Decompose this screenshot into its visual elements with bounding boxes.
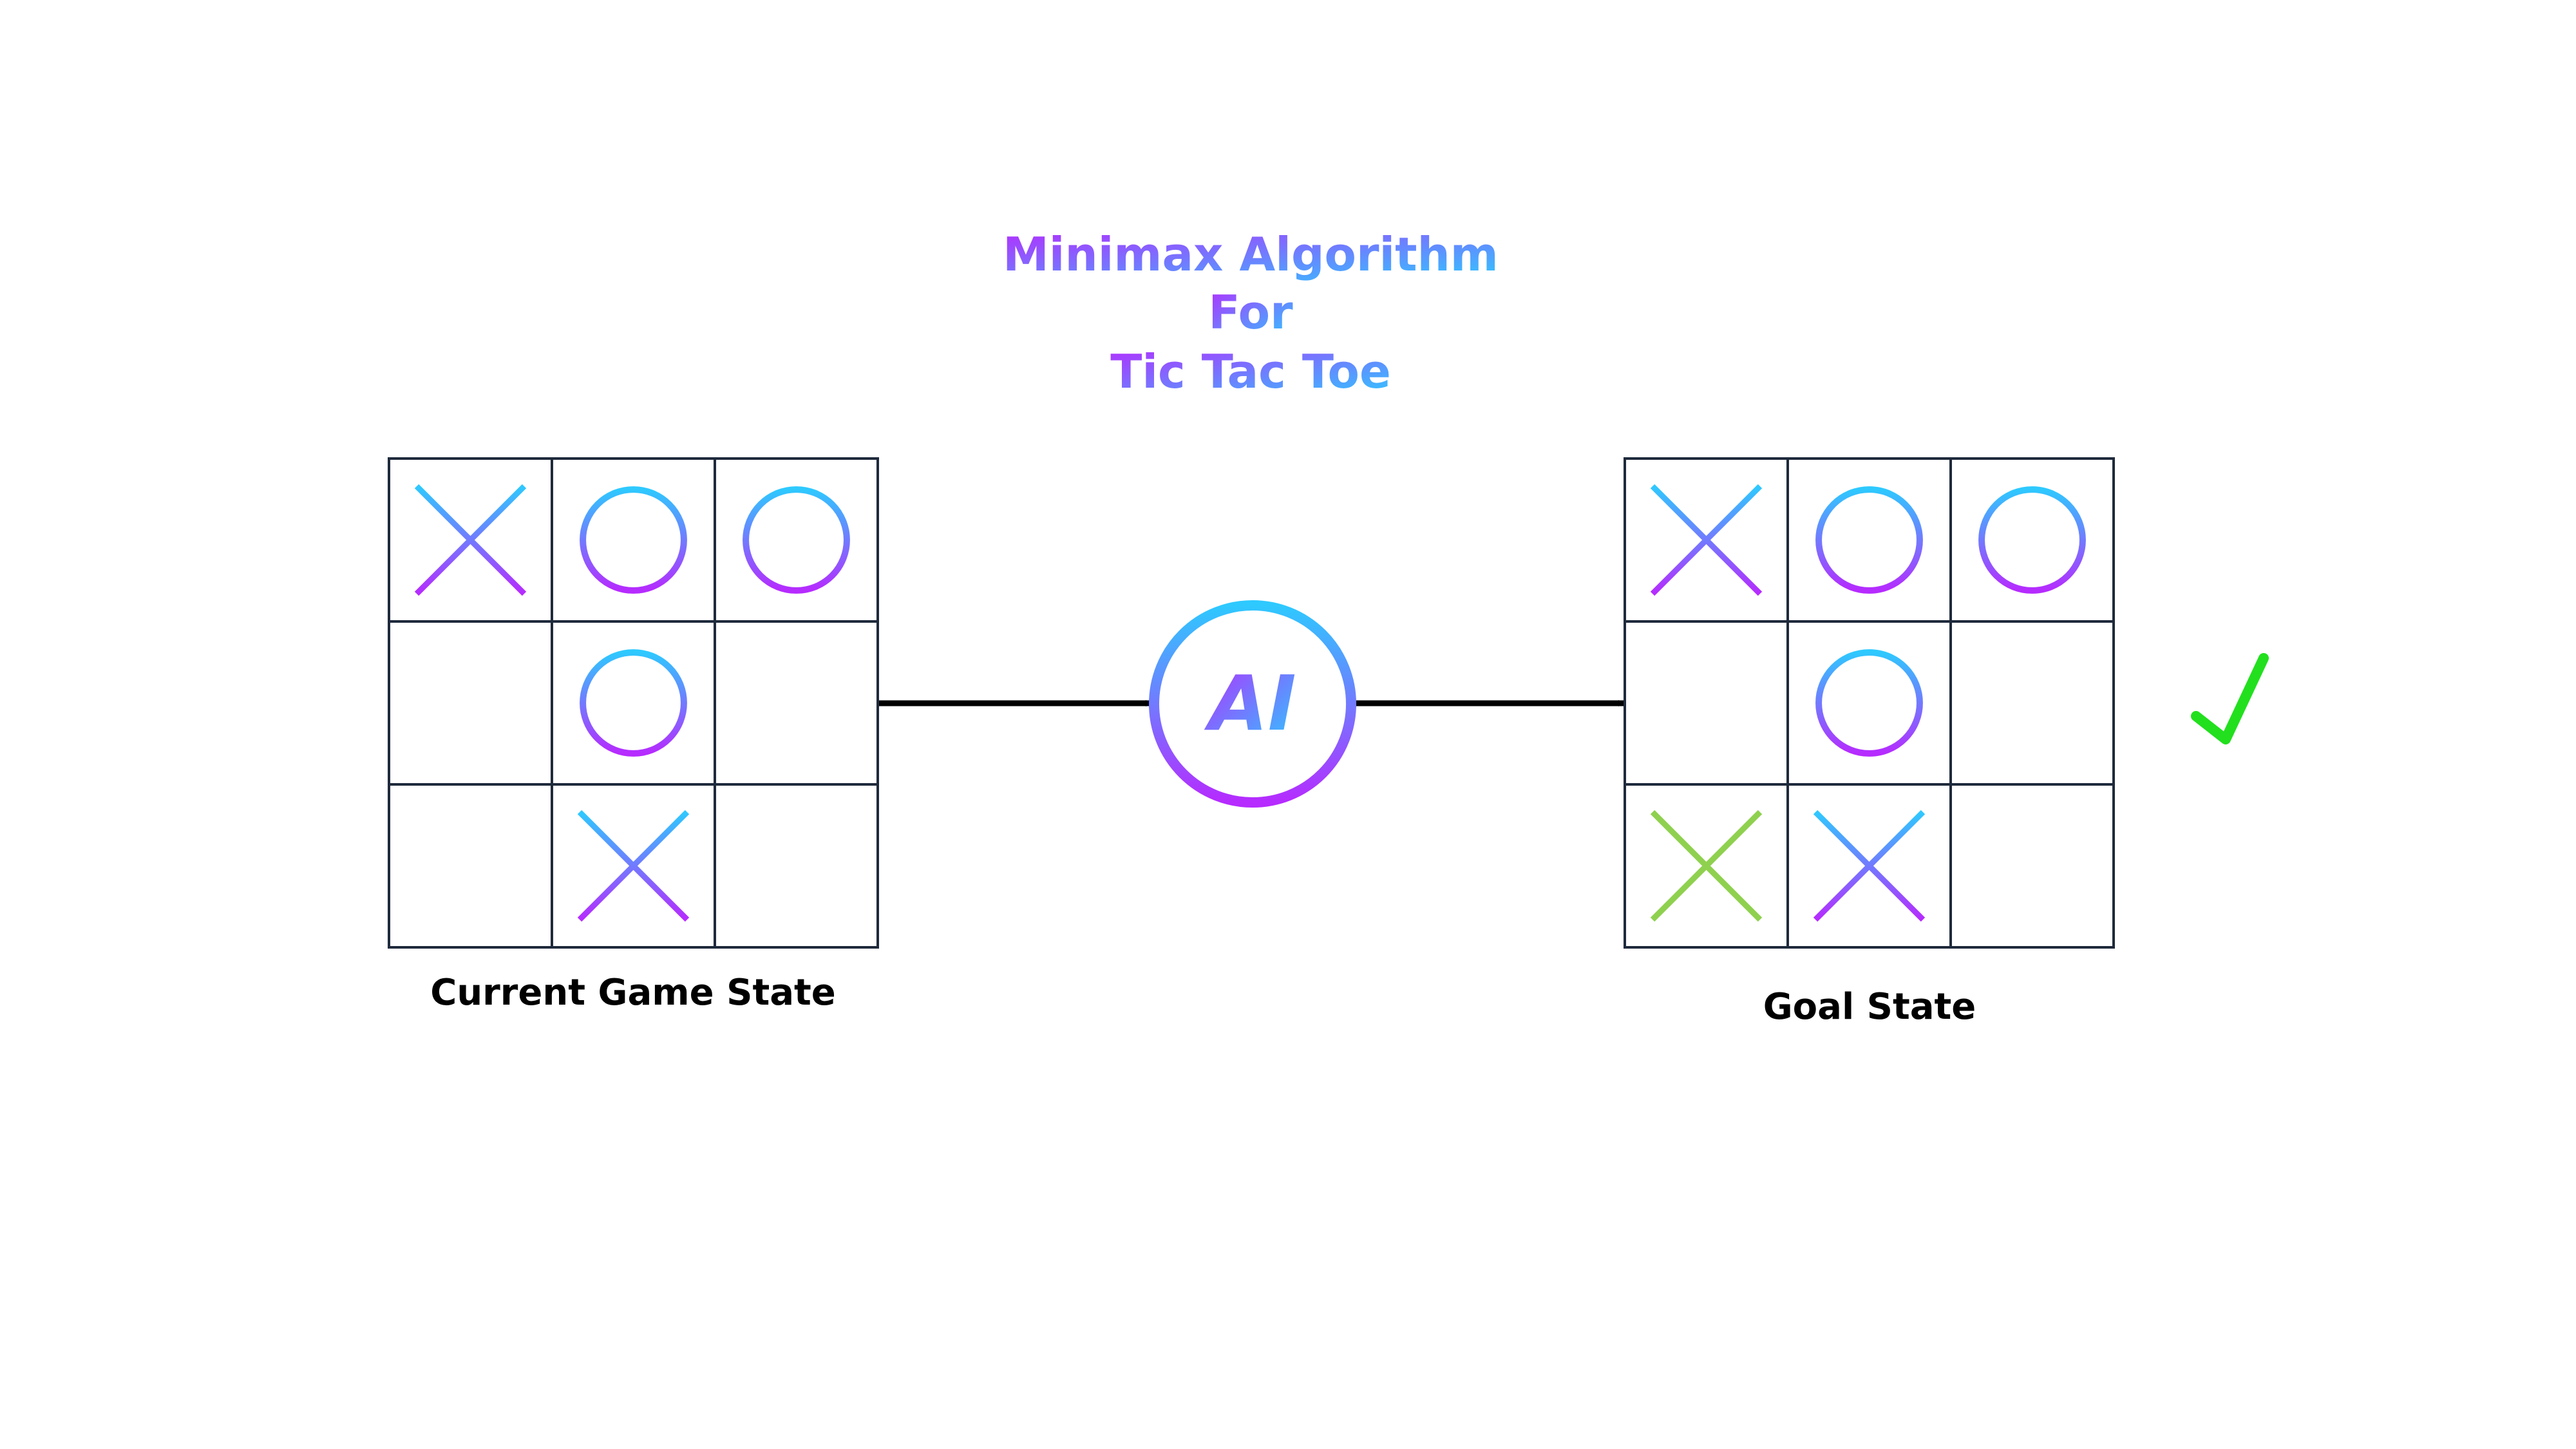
title-line-1: Minimax Algorithm	[1003, 227, 1499, 281]
o-mark-icon	[1815, 486, 1923, 594]
o-mark-icon	[1978, 486, 2086, 594]
goal-state-caption: Goal State	[1763, 986, 1976, 1028]
checkmark-icon	[2191, 653, 2269, 744]
ai-node: AI	[1149, 600, 1356, 808]
x-mark-icon	[577, 810, 690, 922]
board-cell	[1624, 620, 1789, 786]
board-cell-border	[1949, 620, 2115, 786]
x-mark-icon	[1813, 810, 1926, 922]
board-cell	[714, 457, 879, 623]
current-state-caption: Current Game State	[430, 972, 836, 1014]
board-cell	[551, 457, 716, 623]
board-cell-border	[714, 457, 879, 623]
board-cell	[1624, 783, 1789, 949]
board-cell	[1624, 457, 1789, 623]
ai-node-ring	[1149, 600, 1356, 808]
board-cell-border	[1786, 620, 1952, 786]
board-cell	[714, 783, 879, 949]
board-cell	[551, 620, 716, 786]
board-cell	[551, 783, 716, 949]
new-move-x-mark-icon	[1650, 810, 1763, 922]
board-cell	[388, 457, 553, 623]
board-cell	[1949, 457, 2115, 623]
board-cell-border	[714, 620, 879, 786]
board-cell-border	[1949, 457, 2115, 623]
board-cell	[1786, 620, 1952, 786]
goal-state-board	[1624, 457, 2115, 949]
title-line-3: Tic Tac Toe	[1110, 345, 1391, 399]
board-cell	[1786, 457, 1952, 623]
board-cell-border	[714, 783, 879, 949]
board-cell	[1949, 783, 2115, 949]
diagram-title: Minimax Algorithm For Tic Tac Toe	[1003, 227, 1499, 399]
board-cell-border	[388, 620, 553, 786]
o-mark-icon	[580, 649, 687, 757]
ai-node-label: AI	[1204, 659, 1296, 748]
board-cell-border	[551, 620, 716, 786]
current-state-board	[388, 457, 879, 949]
board-cell	[714, 620, 879, 786]
board-cell	[388, 783, 553, 949]
board-cell-border	[1949, 783, 2115, 949]
board-cell-border	[1786, 457, 1952, 623]
x-mark-icon	[1650, 484, 1763, 596]
x-mark-icon	[414, 484, 527, 596]
board-cell	[1786, 783, 1952, 949]
board-cell-border	[1624, 620, 1789, 786]
o-mark-icon	[580, 486, 687, 594]
o-mark-icon	[743, 486, 850, 594]
board-cell	[1949, 620, 2115, 786]
board-cell-border	[551, 457, 716, 623]
board-cell-border	[388, 783, 553, 949]
o-mark-icon	[1815, 649, 1923, 757]
title-line-2: For	[1208, 285, 1293, 339]
board-cell	[388, 620, 553, 786]
